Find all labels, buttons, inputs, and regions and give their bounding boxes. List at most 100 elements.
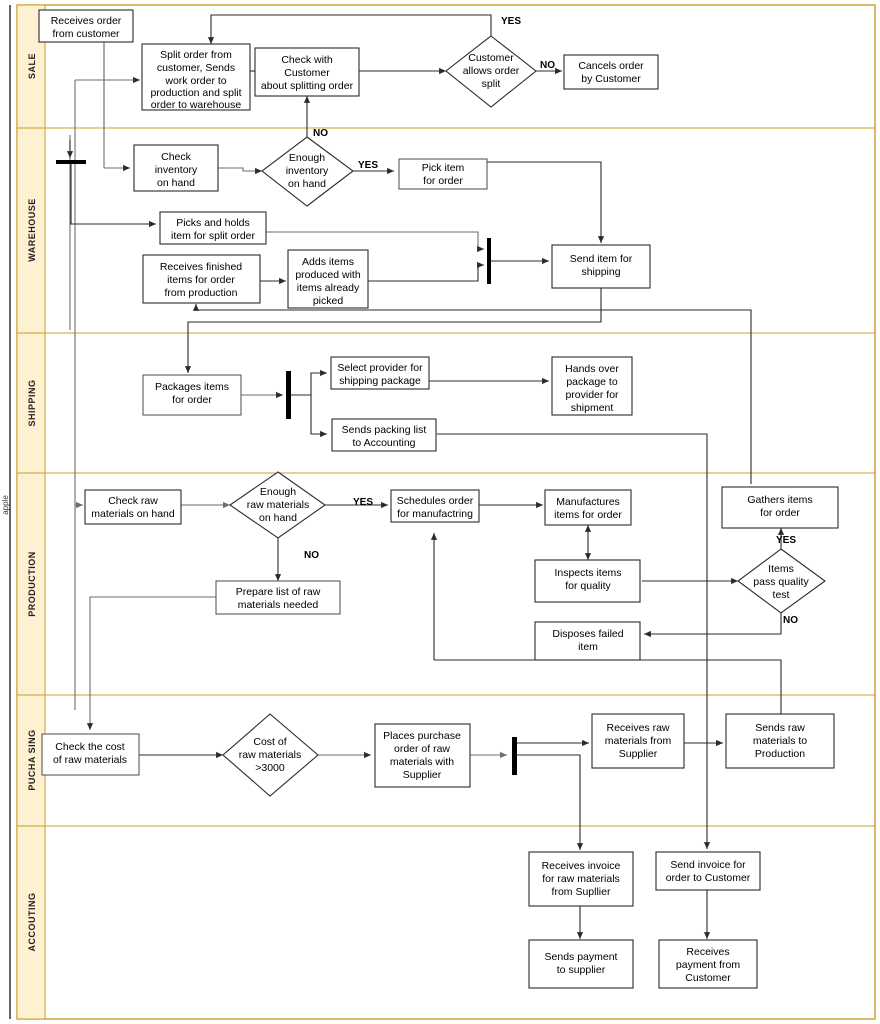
node-line: Schedules order [397,495,474,507]
node-line: Send item for [570,253,633,265]
node-line: materials from [605,735,672,747]
node-check-raw-materials[interactable]: Check raw materials on hand [84,489,182,525]
edge-label-quality-no: NO [783,615,798,626]
node-picks-and-holds[interactable]: Picks and holds item for split order [159,211,267,245]
node-line: Check [161,151,192,163]
node-line: inventory [155,164,198,176]
node-line: for quality [565,580,611,592]
node-line: Select provider for [337,362,423,374]
node-line: Sends raw [755,722,805,734]
node-enough-inventory-decision[interactable]: Enough inventory on hand [261,136,354,207]
node-line: about splitting order [261,80,354,92]
node-enough-raw-decision[interactable]: Enough raw materials on hand [229,471,326,539]
node-line: split [482,78,501,90]
node-check-cost[interactable]: Check the cost of raw materials [41,733,140,776]
node-line: Hands over [565,363,619,375]
node-line: Picks and holds [176,217,250,229]
node-customer-allows-decision[interactable]: Customer allows order split [445,35,537,108]
node-send-invoice[interactable]: Send invoice for order to Customer [655,851,761,891]
lane-label-production: PRODUCTION [27,551,37,617]
pool-label-apple: apple [1,495,10,515]
node-receives-payment[interactable]: Receives payment from Customer [658,939,758,989]
lane-label-purchasing: PUCHA SING [27,729,37,790]
node-line: Enough [260,486,296,498]
node-gathers-items[interactable]: Gathers items for order [721,486,839,529]
node-line: payment from [676,959,740,971]
node-line: Prepare list of raw [236,586,321,598]
node-line: materials to [753,735,807,747]
node-places-purchase-order[interactable]: Places purchase order of raw materials w… [374,723,471,788]
node-select-provider[interactable]: Select provider for shipping package [330,356,430,390]
node-sends-packing-list[interactable]: Sends packing list to Accounting [331,418,437,452]
node-line: shipping [581,266,620,278]
node-sends-raw-materials[interactable]: Sends raw materials to Production [725,713,835,769]
node-line: shipment [571,402,614,414]
node-line: Places purchase [383,730,461,742]
node-line: Items [768,563,794,575]
connectors [56,14,785,939]
node-line: items already [297,282,360,294]
node-hands-over-package[interactable]: Hands over package to provider for shipm… [551,356,633,416]
node-line: materials needed [238,599,319,611]
node-line: Sends packing list [342,424,427,436]
node-line: Supplier [619,748,658,760]
node-line: order to Customer [666,872,751,884]
node-line: Gathers items [747,494,812,506]
node-sends-payment[interactable]: Sends payment to supplier [528,939,634,989]
node-line: from production [165,287,238,299]
node-line: Enough [289,152,325,164]
node-line: item for split order [171,230,256,242]
node-disposes-failed[interactable]: Disposes failed item [534,621,641,661]
node-line: materials with [390,756,454,768]
node-prepare-list[interactable]: Prepare list of raw materials needed [215,580,341,615]
lane-label-warehouse: WAREHOUSE [27,198,37,262]
node-line: work order to [164,75,226,87]
node-line: for raw materials [542,873,620,885]
edge-labels: YES NO NO YES YES NO YES NO [304,16,798,626]
node-check-inventory[interactable]: Check inventory on hand [133,144,219,192]
node-line: materials on hand [91,508,175,520]
node-send-item-for-shipping[interactable]: Send item for shipping [551,244,651,289]
node-pick-item[interactable]: Pick item for order [398,158,488,190]
node-line: Receives raw [606,722,669,734]
node-line: Packages items [155,381,229,393]
node-cost-of-raw-decision[interactable]: Cost of raw materials >3000 [222,713,319,797]
node-adds-items[interactable]: Adds items produced with items already p… [287,249,369,309]
node-line: to supplier [557,964,606,976]
node-schedules-order[interactable]: Schedules order for manufactring [390,489,480,523]
node-line: items for order [167,274,235,286]
node-check-with-customer[interactable]: Check with Customer about splitting orde… [254,47,360,97]
node-line: Disposes failed [552,628,623,640]
node-receives-invoice[interactable]: Receives invoice for raw materials from … [528,851,634,907]
node-line: from customer [52,28,120,40]
node-line: for order [423,175,463,187]
node-line: test [773,589,790,601]
node-packages-items[interactable]: Packages items for order [142,374,242,416]
node-line: picked [313,295,344,307]
lane-label-sale: SALE [27,53,37,79]
node-receives-raw-materials[interactable]: Receives raw materials from Supplier [591,713,685,769]
node-line: to Accounting [352,437,415,449]
node-inspects-items[interactable]: Inspects items for quality [534,559,641,603]
node-line: of raw materials [53,754,127,766]
node-items-pass-quality-decision[interactable]: Items pass quality test [737,548,826,614]
node-line: Check the cost [55,741,125,753]
node-line: for manufactring [397,508,473,520]
node-cancels-order[interactable]: Cancels order by Customer [563,54,659,90]
lane-label-accounting: ACCOUTING [27,893,37,952]
node-receives-finished[interactable]: Receives finished items for order from p… [142,254,261,304]
node-line: Customer [284,67,330,79]
node-line: by Customer [581,73,641,85]
node-receives-order[interactable]: Receives order from customer [38,9,134,43]
node-manufactures-items[interactable]: Manufactures items for order [544,489,632,526]
lane-labels: SALE WAREHOUSE SHIPPING PRODUCTION PUCHA… [1,53,37,952]
node-line: for order [172,394,212,406]
node-split-order[interactable]: Split order from customer, Sends work or… [141,43,251,111]
edge-label-production-no: NO [304,550,319,561]
node-line: Check raw [108,495,158,507]
node-line: Production [755,748,805,760]
node-line: Pick item [422,162,465,174]
node-line: Send invoice for [670,859,746,871]
node-line: produced with [295,269,361,281]
